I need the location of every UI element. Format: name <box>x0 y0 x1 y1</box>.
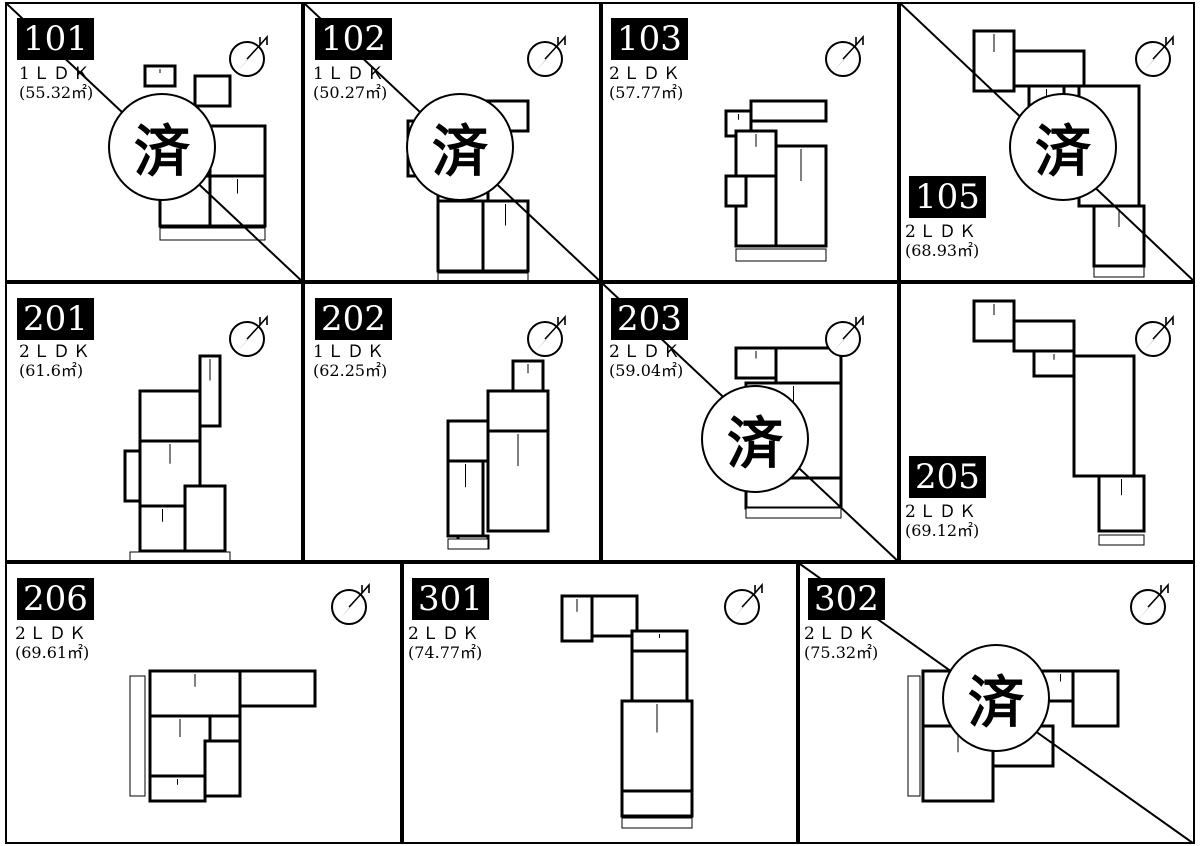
north-compass-icon <box>229 314 268 357</box>
unit-number-badge: 102 <box>315 18 392 60</box>
unit-number-badge: 103 <box>611 18 688 60</box>
sold-stamp: 済 <box>108 93 216 201</box>
north-compass-icon <box>229 34 268 77</box>
floor-plan-drawing <box>560 594 694 829</box>
unit-floor-area: (57.77㎡) <box>609 83 684 102</box>
unit-layout-type: 2ＬＤＫ <box>905 222 979 242</box>
north-compass-icon <box>527 314 566 357</box>
floor-plan-drawing <box>129 669 317 803</box>
unit-layout-type: 2ＬＤＫ <box>609 342 683 362</box>
unit-layout-type: 2ＬＤＫ <box>609 64 683 84</box>
unit-cell-103[interactable]: 103 2ＬＤＫ(57.77㎡) <box>601 2 899 282</box>
unit-floor-area: (69.61㎡) <box>15 643 90 662</box>
unit-number-badge: 302 <box>808 578 885 620</box>
unit-number-badge: 201 <box>17 298 94 340</box>
floor-plan-drawing <box>123 354 231 560</box>
unit-number-badge: 101 <box>17 18 94 60</box>
unit-floor-area: (68.93㎡) <box>905 241 980 260</box>
unit-cell-301[interactable]: 301 2ＬＤＫ(74.77㎡) <box>402 562 798 844</box>
north-compass-icon <box>527 34 566 77</box>
unit-number-badge: 203 <box>611 298 688 340</box>
unit-floor-area: (74.77㎡) <box>408 643 483 662</box>
floor-plan-drawing <box>972 299 1146 546</box>
unit-number-badge: 205 <box>909 456 986 498</box>
north-compass-icon <box>1135 34 1174 77</box>
north-compass-icon <box>825 34 864 77</box>
floor-plan-drawing <box>724 99 828 262</box>
floor-plan-drawing <box>446 359 550 550</box>
north-compass-icon <box>825 314 864 357</box>
unit-number-badge: 206 <box>17 578 94 620</box>
unit-floor-area: (55.32㎡) <box>19 83 94 102</box>
north-compass-icon <box>331 582 370 625</box>
unit-floor-area: (69.12㎡) <box>905 521 980 540</box>
unit-cell-205[interactable]: 205 2ＬＤＫ(69.12㎡) <box>899 282 1195 562</box>
unit-number-badge: 105 <box>909 176 986 218</box>
unit-layout-type: 2ＬＤＫ <box>804 624 878 644</box>
north-compass-icon <box>724 582 763 625</box>
unit-floor-area: (59.04㎡) <box>609 361 684 380</box>
unit-floor-area: (61.6㎡) <box>19 361 84 380</box>
unit-cell-102[interactable]: 102 1ＬＤＫ(50.27㎡) 済 <box>303 2 601 282</box>
unit-floor-area: (62.25㎡) <box>313 361 388 380</box>
sold-stamp: 済 <box>942 644 1050 752</box>
unit-cell-105[interactable]: 105 2ＬＤＫ(68.93㎡) 済 <box>899 2 1195 282</box>
north-compass-icon <box>1135 314 1174 357</box>
unit-layout-type: 2ＬＤＫ <box>408 624 482 644</box>
unit-layout-type: 1ＬＤＫ <box>313 342 387 362</box>
unit-floor-area: (50.27㎡) <box>313 83 388 102</box>
unit-number-badge: 301 <box>412 578 489 620</box>
unit-cell-101[interactable]: 101 1ＬＤＫ(55.32㎡) 済 <box>5 2 303 282</box>
unit-number-badge: 202 <box>315 298 392 340</box>
sold-stamp: 済 <box>1009 93 1117 201</box>
unit-layout-type: 2ＬＤＫ <box>15 624 89 644</box>
unit-layout-type: 1ＬＤＫ <box>19 64 93 84</box>
sold-stamp: 済 <box>406 93 514 201</box>
unit-floor-area: (75.32㎡) <box>804 643 879 662</box>
north-compass-icon <box>1130 582 1169 625</box>
unit-cell-302[interactable]: 302 2ＬＤＫ(75.32㎡) 済 <box>798 562 1195 844</box>
unit-layout-type: 2ＬＤＫ <box>19 342 93 362</box>
unit-layout-type: 2ＬＤＫ <box>905 502 979 522</box>
unit-cell-206[interactable]: 206 2ＬＤＫ(69.61㎡) <box>5 562 402 844</box>
unit-layout-type: 1ＬＤＫ <box>313 64 387 84</box>
sold-stamp: 済 <box>701 385 809 493</box>
